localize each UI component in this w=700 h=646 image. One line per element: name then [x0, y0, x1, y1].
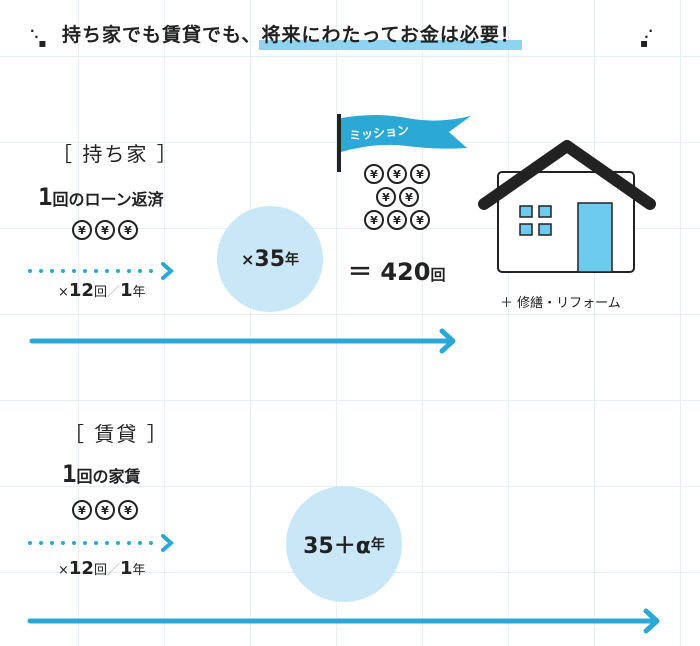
yen-coin-icon: ¥: [118, 220, 138, 240]
chevron-right-icon: [161, 262, 174, 280]
yen-coin-icon: ¥: [95, 220, 115, 240]
mission-coin-stack: ¥¥¥ ¥¥ ¥¥¥: [364, 164, 430, 230]
headline-part1: 持ち家でも賃貸でも、: [62, 24, 262, 46]
rental-dotted-arrow: [28, 534, 174, 552]
rental-timeline-arrow: [27, 608, 660, 634]
rental-payment-label: 1回の家賃: [62, 460, 141, 488]
house-icon: [478, 140, 656, 273]
yen-coin-icon: ¥: [118, 500, 138, 520]
extra-cost-label: ＋ 修繕・リフォーム: [500, 296, 621, 311]
headline-highlight: 将来にわたってお金は必要！: [261, 24, 520, 46]
rental-title: ［ 賃貸 ］: [64, 422, 169, 446]
rental-coins: ¥ ¥ ¥: [72, 500, 138, 520]
sparkle-left-icon: · · ▪: [30, 24, 47, 50]
chevron-right-icon: [161, 534, 174, 552]
sparkle-right-icon: · ·▪: [640, 24, 653, 50]
rental-frequency: ×12回／1年: [58, 558, 146, 579]
yen-coin-icon: ¥: [72, 220, 92, 240]
own-home-title: ［ 持ち家 ］: [52, 142, 179, 166]
headline: · · ▪ 持ち家でも賃貸でも、将来にわたってお金は必要！ · ·▪: [0, 14, 700, 54]
mission-flag: ミッション: [337, 110, 477, 176]
own-home-dotted-arrow: [28, 262, 174, 280]
own-home-timeline-arrow: [29, 328, 456, 354]
own-home-total: ＝ 420回: [348, 258, 446, 286]
yen-coin-icon: ¥: [72, 500, 92, 520]
own-home-frequency: ×12回／1年: [58, 280, 146, 301]
flag-icon: [337, 114, 471, 172]
own-home-coins: ¥ ¥ ¥: [72, 220, 138, 240]
yen-coin-icon: ¥: [95, 500, 115, 520]
own-home-payment-label: 1回のローン返済: [38, 183, 164, 211]
